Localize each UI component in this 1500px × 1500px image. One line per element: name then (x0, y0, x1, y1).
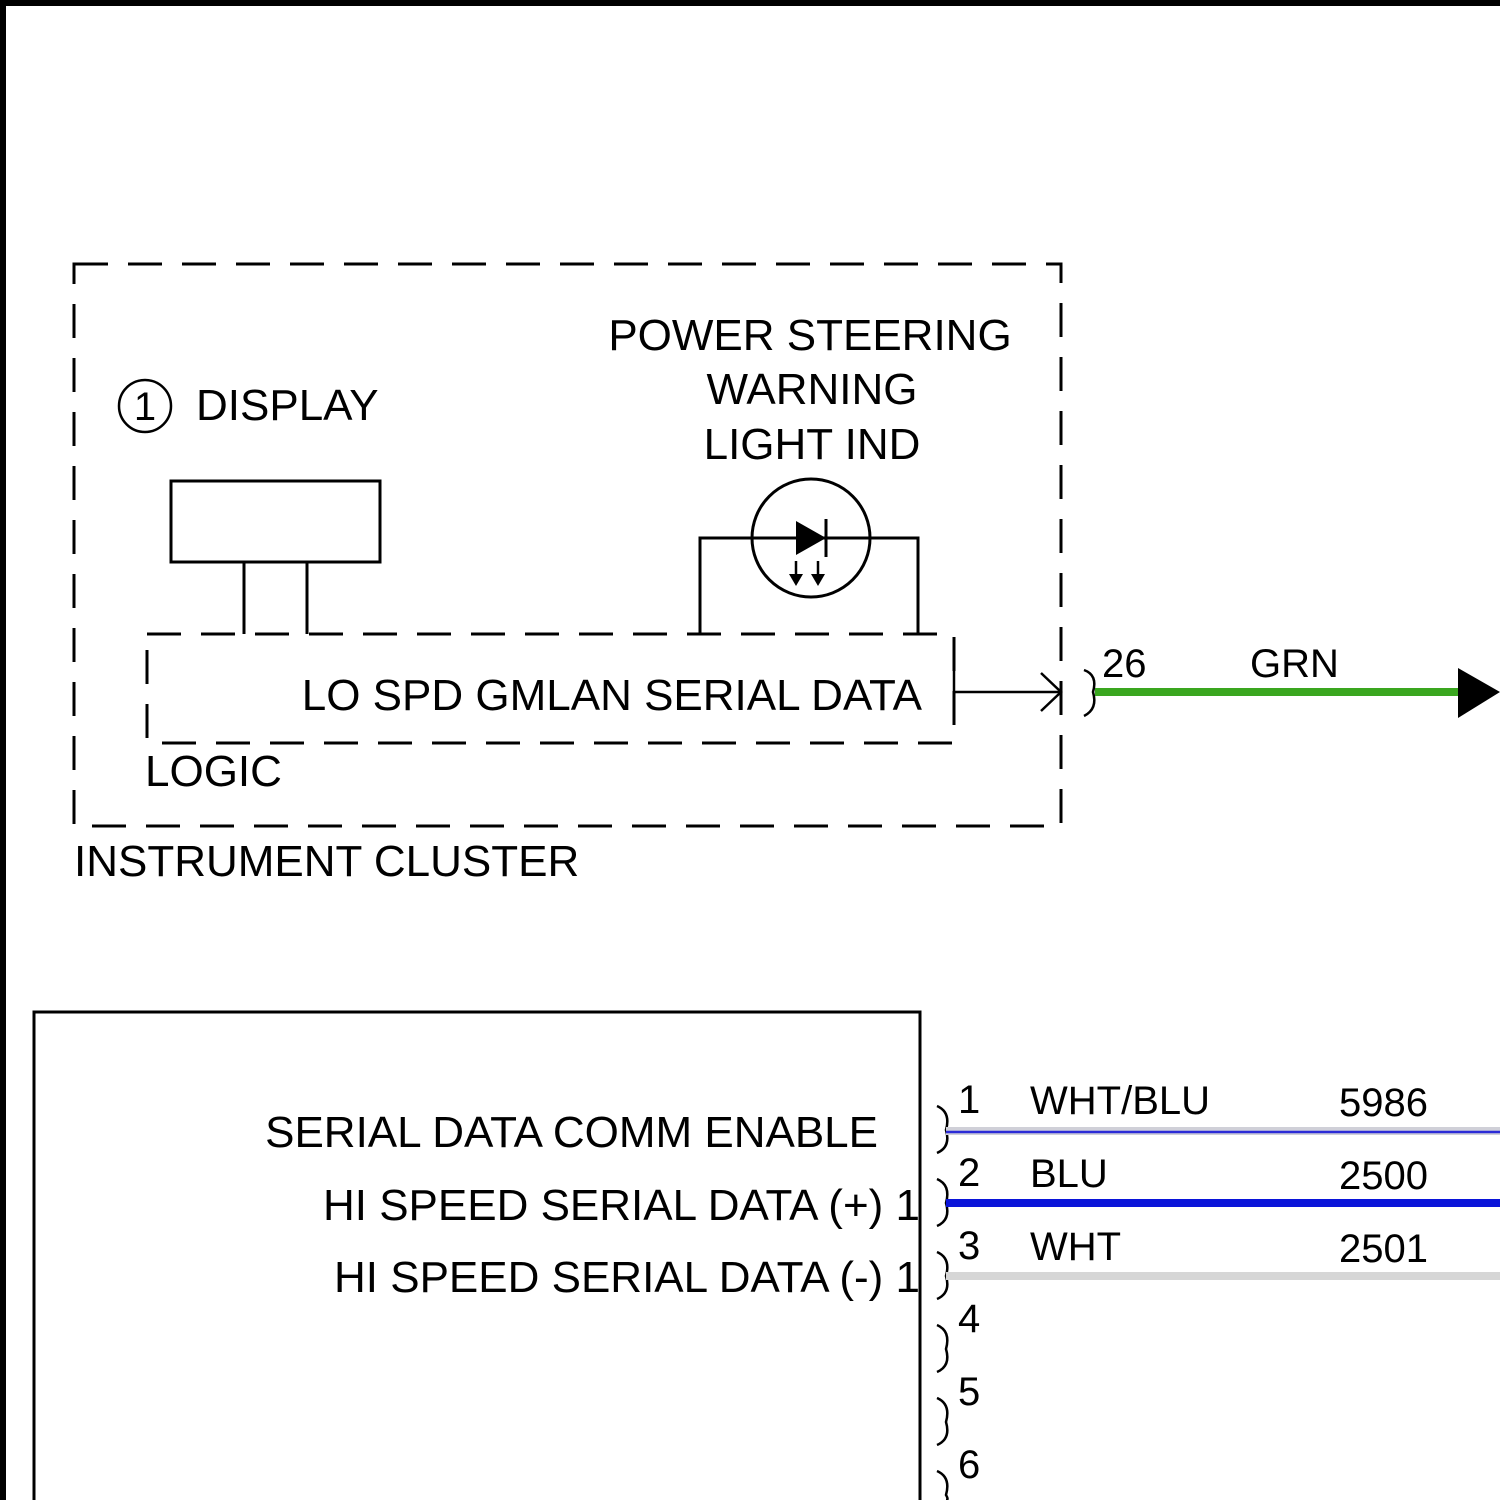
connector-pin: 1 WHT/BLU 5986 (937, 1078, 1500, 1153)
output-pin-number: 26 (1102, 642, 1147, 686)
connector-terminal-icon (937, 1325, 947, 1372)
connector-pins: 1 WHT/BLU 5986 2 BLU 2500 3 WHT 2501 4 (937, 1078, 1500, 1500)
warning-light-label: POWER STEERING WARNING LIGHT IND (608, 311, 1011, 469)
connector-terminal-icon (1084, 670, 1094, 716)
pin-number: 2 (958, 1151, 980, 1195)
display-rect (171, 481, 380, 562)
pin-number: 5 (958, 1370, 980, 1414)
module-signal-label: HI SPEED SERIAL DATA (-) 1 (334, 1253, 920, 1302)
pin-number: 6 (958, 1443, 980, 1487)
module-signal-label: HI SPEED SERIAL DATA (+) 1 (323, 1181, 920, 1230)
wire-color-label: WHT/BLU (1030, 1079, 1210, 1123)
output-wire-color-label: GRN (1250, 642, 1339, 686)
logic-signal-label: LO SPD GMLAN SERIAL DATA (302, 671, 923, 720)
connector-pin: 6 (937, 1443, 980, 1500)
display-callout: 1 DISPLAY (119, 380, 379, 432)
instrument-cluster: 1 DISPLAY POWER STEERING WARNING LIGHT I… (74, 264, 1061, 886)
connector-pin: 2 BLU 2500 (937, 1151, 1500, 1226)
instrument-cluster-title: INSTRUMENT CLUSTER (74, 837, 579, 886)
connector-pin: 4 (937, 1297, 980, 1372)
output-circuit: 26 GRN (1084, 642, 1500, 718)
continuation-arrow-icon (1458, 668, 1500, 718)
display-label: DISPLAY (196, 381, 379, 430)
warning-light-label-line: POWER STEERING (608, 311, 1011, 360)
warning-light-label-line: LIGHT IND (704, 420, 921, 469)
circuit-number: 2500 (1339, 1154, 1428, 1198)
connector-terminal-icon (937, 1179, 947, 1226)
circuit-number: 5986 (1339, 1081, 1428, 1125)
wire-color-label: BLU (1030, 1152, 1108, 1196)
display-block (171, 481, 380, 634)
logic-output-arrow (954, 650, 1061, 711)
pin-number: 4 (958, 1297, 980, 1341)
module-signal-label: SERIAL DATA COMM ENABLE (265, 1108, 878, 1157)
pin-number: 1 (958, 1078, 980, 1122)
circuit-number: 2501 (1339, 1227, 1428, 1271)
logic-label: LOGIC (145, 747, 282, 796)
logic-block: LO SPD GMLAN SERIAL DATA LOGIC (145, 634, 954, 796)
connector-terminal-icon (937, 1471, 948, 1500)
connector-terminal-icon (937, 1106, 947, 1153)
callout-number: 1 (134, 385, 156, 429)
wire-color-label: WHT (1030, 1225, 1121, 1269)
connector-pin: 3 WHT 2501 (937, 1224, 1500, 1299)
module: SERIAL DATA COMM ENABLE HI SPEED SERIAL … (34, 1012, 920, 1500)
connector-terminal-icon (937, 1398, 947, 1445)
led-lamp-icon (700, 479, 918, 634)
warning-light-label-line: WARNING (706, 365, 917, 414)
connector-terminal-icon (937, 1252, 947, 1299)
connector-pin: 5 (937, 1370, 980, 1445)
pin-number: 3 (958, 1224, 980, 1268)
